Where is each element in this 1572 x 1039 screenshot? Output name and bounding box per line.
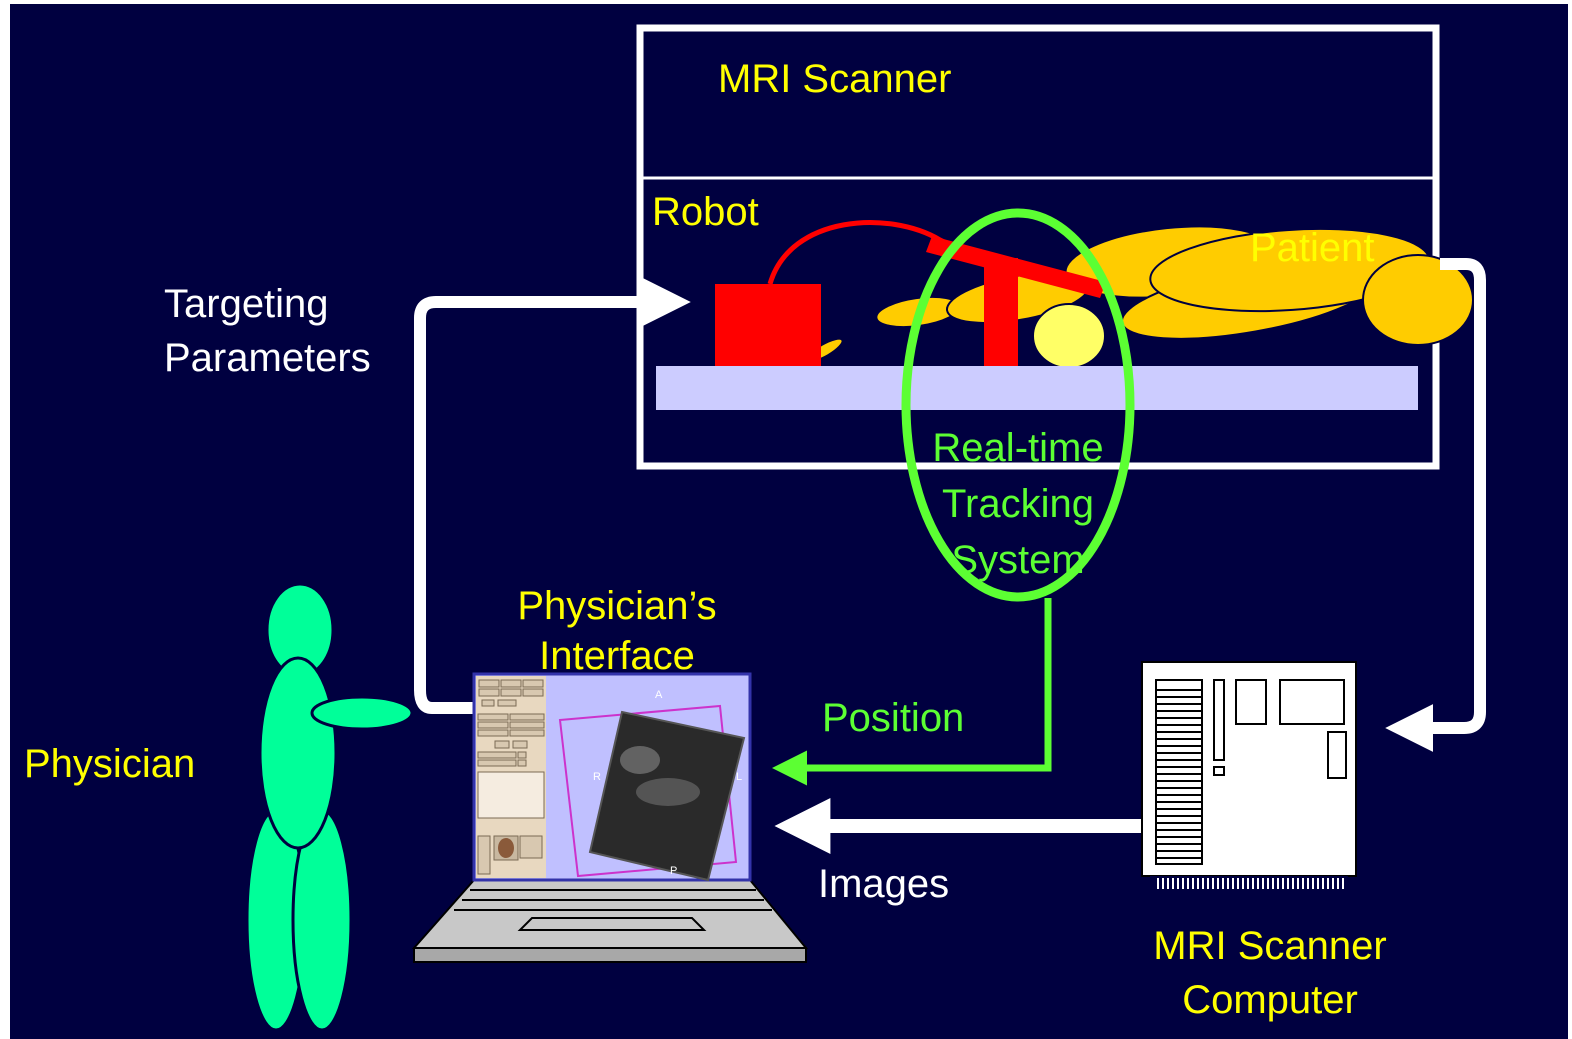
tracking-label-line2: Tracking bbox=[942, 482, 1094, 526]
patient-label: Patient bbox=[1250, 226, 1375, 270]
mri-scanner-box bbox=[636, 24, 1440, 470]
patient-figure bbox=[806, 225, 1474, 363]
orient-label-l: L bbox=[736, 771, 742, 783]
physician-figure bbox=[245, 582, 414, 1032]
orient-label-r: R bbox=[593, 771, 601, 783]
mri-scanner-label: MRI Scanner bbox=[718, 57, 952, 101]
tracking-system-ellipse bbox=[901, 208, 1135, 602]
computer-label-line2: Computer bbox=[1182, 978, 1358, 1022]
mri-scanner-computer bbox=[1141, 661, 1357, 890]
tracking-label-line1: Real-time bbox=[932, 426, 1104, 470]
robot-figure bbox=[715, 220, 1106, 369]
position-arrow bbox=[772, 598, 1052, 786]
position-label: Position bbox=[822, 696, 965, 740]
orient-label-p: P bbox=[670, 865, 677, 877]
scanner-table bbox=[656, 366, 1418, 410]
laptop-base bbox=[411, 879, 809, 963]
physician-label: Physician bbox=[24, 742, 196, 786]
interface-label-line2: Interface bbox=[539, 634, 695, 678]
orient-label-a: A bbox=[655, 689, 663, 701]
targeting-parameters-arrow bbox=[414, 278, 691, 714]
targeting-label-line1: Targeting bbox=[164, 282, 329, 326]
computer-label-line1: MRI Scanner bbox=[1153, 924, 1387, 968]
tracking-label-line3: System bbox=[951, 538, 1085, 582]
physician-interface-screen: A R L P bbox=[472, 672, 752, 882]
scanner-to-computer-arrow bbox=[1385, 258, 1486, 752]
images-label: Images bbox=[818, 862, 950, 906]
robot-label: Robot bbox=[652, 190, 759, 234]
targeting-label-line2: Parameters bbox=[164, 336, 371, 380]
interface-label-line1: Physician’s bbox=[517, 584, 717, 628]
